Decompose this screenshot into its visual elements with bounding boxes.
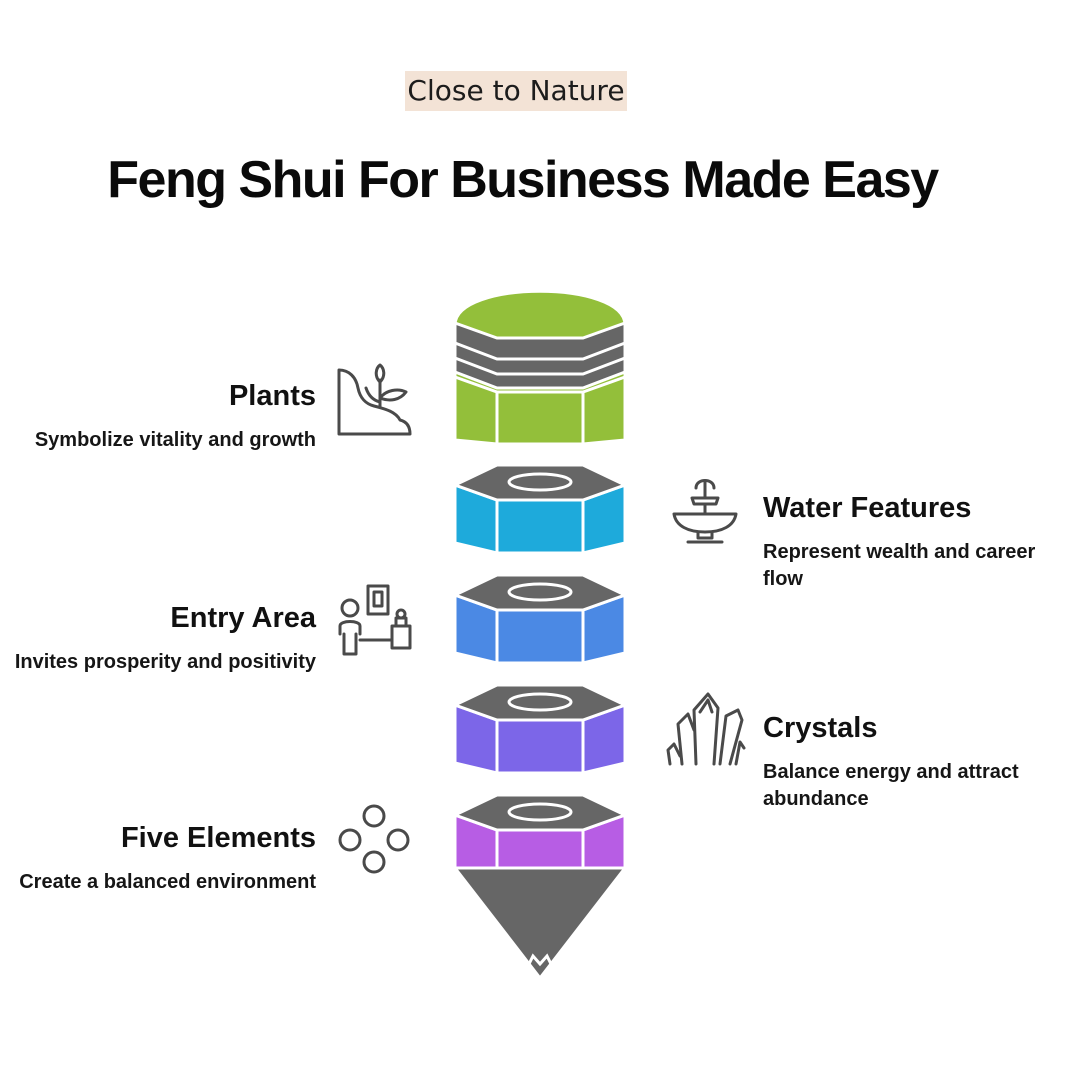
item-description: Invites prosperity and positivity: [14, 651, 316, 673]
item-description: Balance energy and attract abundance: [763, 761, 1019, 810]
item-water-features: Water Features Represent wealth and care…: [763, 492, 1073, 593]
item-heading: Five Elements: [120, 822, 316, 854]
stack-segment-entry-area: [451, 573, 629, 665]
item-description: Represent wealth and career flow: [763, 541, 1036, 590]
stack-segment-crystals: [451, 683, 629, 775]
plant-icon: [334, 362, 414, 438]
stack-segment-five-elements: [451, 793, 629, 885]
stack-point: [451, 866, 629, 981]
item-heading: Plants: [228, 380, 316, 412]
item-crystals: Crystals Balance energy and attract abun…: [763, 712, 1073, 813]
item-heading: Crystals: [763, 712, 878, 744]
entry-icon: [334, 582, 414, 658]
tag-label: Close to Nature: [405, 71, 627, 111]
page-title: Feng Shui For Business Made Easy: [107, 151, 939, 209]
item-entry-area: Entry Area Invites prosperity and positi…: [0, 602, 316, 676]
five-elements-icon: [334, 802, 414, 878]
fountain-icon: [670, 474, 740, 546]
stack-band: [453, 320, 627, 390]
crystals-icon: [664, 690, 746, 770]
item-five-elements: Five Elements Create a balanced environm…: [0, 822, 316, 896]
item-description: Create a balanced environment: [19, 871, 316, 893]
item-description: Symbolize vitality and growth: [34, 429, 316, 451]
stack-top-segment: [453, 289, 627, 446]
item-heading: Water Features: [763, 492, 972, 524]
item-plants: Plants Symbolize vitality and growth: [0, 380, 316, 454]
stack-segment-water-features: [451, 463, 629, 555]
item-heading: Entry Area: [170, 602, 316, 634]
